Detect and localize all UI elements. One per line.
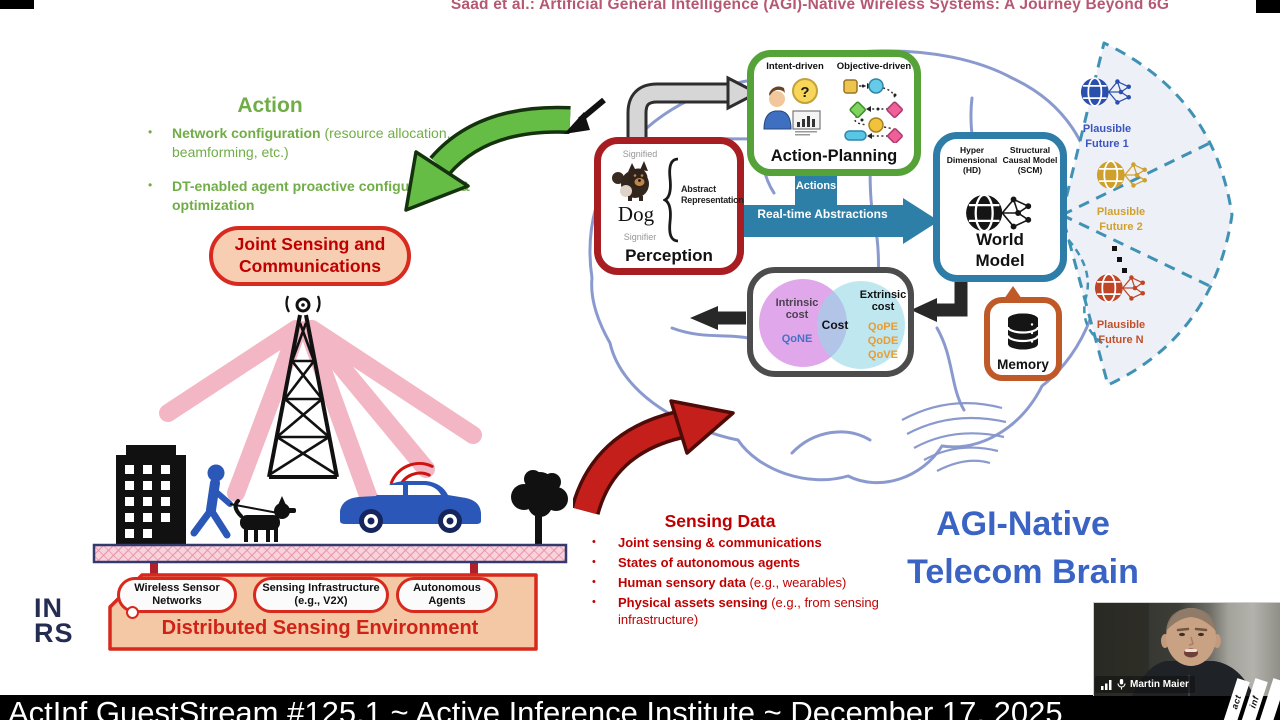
- memory-pointer: [1004, 286, 1022, 299]
- presenter-portrait: [1094, 603, 1280, 696]
- platform-leg: [470, 562, 478, 574]
- action-bullet: Network configuration (resource allocati…: [142, 124, 487, 162]
- memory-box: Memory: [984, 297, 1062, 381]
- building-icon: [116, 445, 186, 547]
- realtime-abstractions-label: Real-time Abstractions: [757, 207, 888, 221]
- sensing-bullet: States of autonomous agents: [588, 555, 900, 572]
- extrinsic-cost-circle: [817, 281, 905, 369]
- objective-driven-icon: [843, 78, 903, 143]
- webcam-overlay: [1093, 602, 1280, 696]
- brace-icon: [663, 157, 679, 243]
- cost-overlap-label: Cost: [821, 318, 849, 332]
- signifier-label: Signifier: [623, 232, 657, 242]
- caption-bar: ActInf GuestStream #125.1 ~ Active Infer…: [0, 695, 1280, 720]
- globe-network-icon: [962, 187, 1038, 239]
- joint-sensing-pill: Joint Sensing and Communications: [209, 226, 411, 286]
- cost-to-perception-arrow-icon: [690, 306, 746, 330]
- cerebellum-lines: [901, 402, 1007, 472]
- slide-title: Saad et al.: Artificial General Intellig…: [450, 0, 1170, 13]
- intent-driven-icon: ?: [763, 78, 821, 136]
- world-model-label: World Model: [975, 229, 1025, 270]
- action-planning-box: Intent-driven Objective-driven ?: [747, 50, 921, 176]
- dog-word: Dog: [617, 202, 655, 226]
- memory-future-dashed-link: [1059, 230, 1109, 349]
- autonomous-agents-pill: Autonomous Agents: [396, 577, 498, 613]
- signal-bars-icon: [1101, 680, 1112, 690]
- extrinsic-cost-label: Extrinsic cost: [859, 289, 907, 314]
- scm-label: Structural Causal Model (SCM): [1002, 145, 1058, 176]
- ellipsis-dot: [1117, 257, 1122, 262]
- objective-driven-label: Objective-driven: [836, 61, 912, 72]
- action-bullets: Network configuration (resource allocati…: [142, 124, 487, 230]
- microphone-icon: [1117, 679, 1126, 690]
- letterbox-top-right: [1256, 0, 1280, 13]
- database-icon: [1006, 313, 1040, 350]
- participant-nametag: Martin Maier: [1095, 676, 1195, 693]
- qode-label: QoDE: [867, 335, 899, 347]
- pointer-dot: [126, 606, 139, 619]
- action-planning-label: Action-Planning: [770, 147, 898, 165]
- perception-label: Perception: [625, 246, 713, 265]
- platform-leg: [150, 562, 158, 574]
- leash: [229, 503, 279, 514]
- abstract-representation-label: Abstract Representation: [681, 184, 744, 206]
- brain-exit-arrow-icon: [564, 97, 606, 134]
- sensing-data-heading: Sensing Data: [664, 511, 776, 531]
- letterbox-top-left: [0, 0, 34, 9]
- stream-caption: ActInf GuestStream #125.1 ~ Active Infer…: [8, 695, 1063, 720]
- platform: [92, 543, 568, 564]
- dog-silhouette-icon: [233, 496, 296, 542]
- sensing-bullet: Physical assets sensing (e.g., from sens…: [588, 595, 900, 629]
- actions-label: Actions: [795, 180, 837, 192]
- ellipsis-dot: [1112, 246, 1117, 251]
- globe-network-icon: [1078, 72, 1136, 112]
- perception-box: Signified Dog Signifier Abstract Represe…: [594, 137, 744, 275]
- agi-native-title-line1: AGI-Native: [936, 505, 1110, 543]
- globe-network-icon: [1092, 268, 1150, 308]
- action-heading: Action: [237, 94, 303, 117]
- cost-box: Intrinsic cost QoNE Cost Extrinsic cost …: [747, 267, 914, 377]
- worldmodel-to-cost-arrow-icon: [911, 282, 968, 322]
- sensing-infrastructure-pill: Sensing Infrastructure (e.g., V2X): [253, 577, 389, 613]
- green-action-arrow-icon: [404, 105, 571, 212]
- actions-connector: [795, 174, 837, 208]
- sensing-bullet: Joint sensing & communications: [588, 535, 900, 552]
- actinf-logo: act inf: [1223, 678, 1280, 720]
- participant-name: Martin Maier: [1130, 679, 1189, 690]
- car-icon: [340, 481, 481, 533]
- qone-label: QoNE: [781, 333, 813, 345]
- sensing-scene: [92, 295, 568, 564]
- qope-label: QoPE: [868, 321, 898, 333]
- qove-label: QoVE: [868, 349, 898, 361]
- world-model-box: Hyper Dimensional (HD) Structural Causal…: [933, 132, 1067, 282]
- perception-to-planning-arrow-icon: [626, 75, 761, 150]
- ellipsis-dot: [1122, 268, 1127, 273]
- red-sensing-arrow-icon: [573, 399, 735, 516]
- dog-icon: [612, 161, 649, 201]
- pedestrian-icon: [190, 464, 233, 539]
- sensing-bullet: Human sensory data (e.g., wearables): [588, 575, 900, 592]
- radio-tower-icon: [267, 295, 339, 479]
- memory-label: Memory: [997, 357, 1049, 372]
- action-bullet: DT-enabled agent proactive configuration…: [142, 177, 487, 215]
- distributed-sensing-environment-label: Distributed Sensing Environment: [161, 617, 479, 639]
- intent-driven-label: Intent-driven: [766, 61, 824, 72]
- globe-network-icon: [1094, 155, 1152, 195]
- agi-native-title-line2: Telecom Brain: [907, 553, 1139, 591]
- beam-icon: [159, 320, 482, 510]
- signified-label: Signified: [622, 149, 658, 159]
- hd-label: Hyper Dimensional (HD): [946, 145, 998, 176]
- realtime-abstractions-arrow: [737, 198, 939, 244]
- svg-text:?: ?: [800, 84, 809, 101]
- intrinsic-cost-label: Intrinsic cost: [775, 297, 819, 322]
- sensing-data-bullets: Joint sensing & communications States of…: [588, 535, 900, 631]
- tree-icon: [511, 470, 568, 547]
